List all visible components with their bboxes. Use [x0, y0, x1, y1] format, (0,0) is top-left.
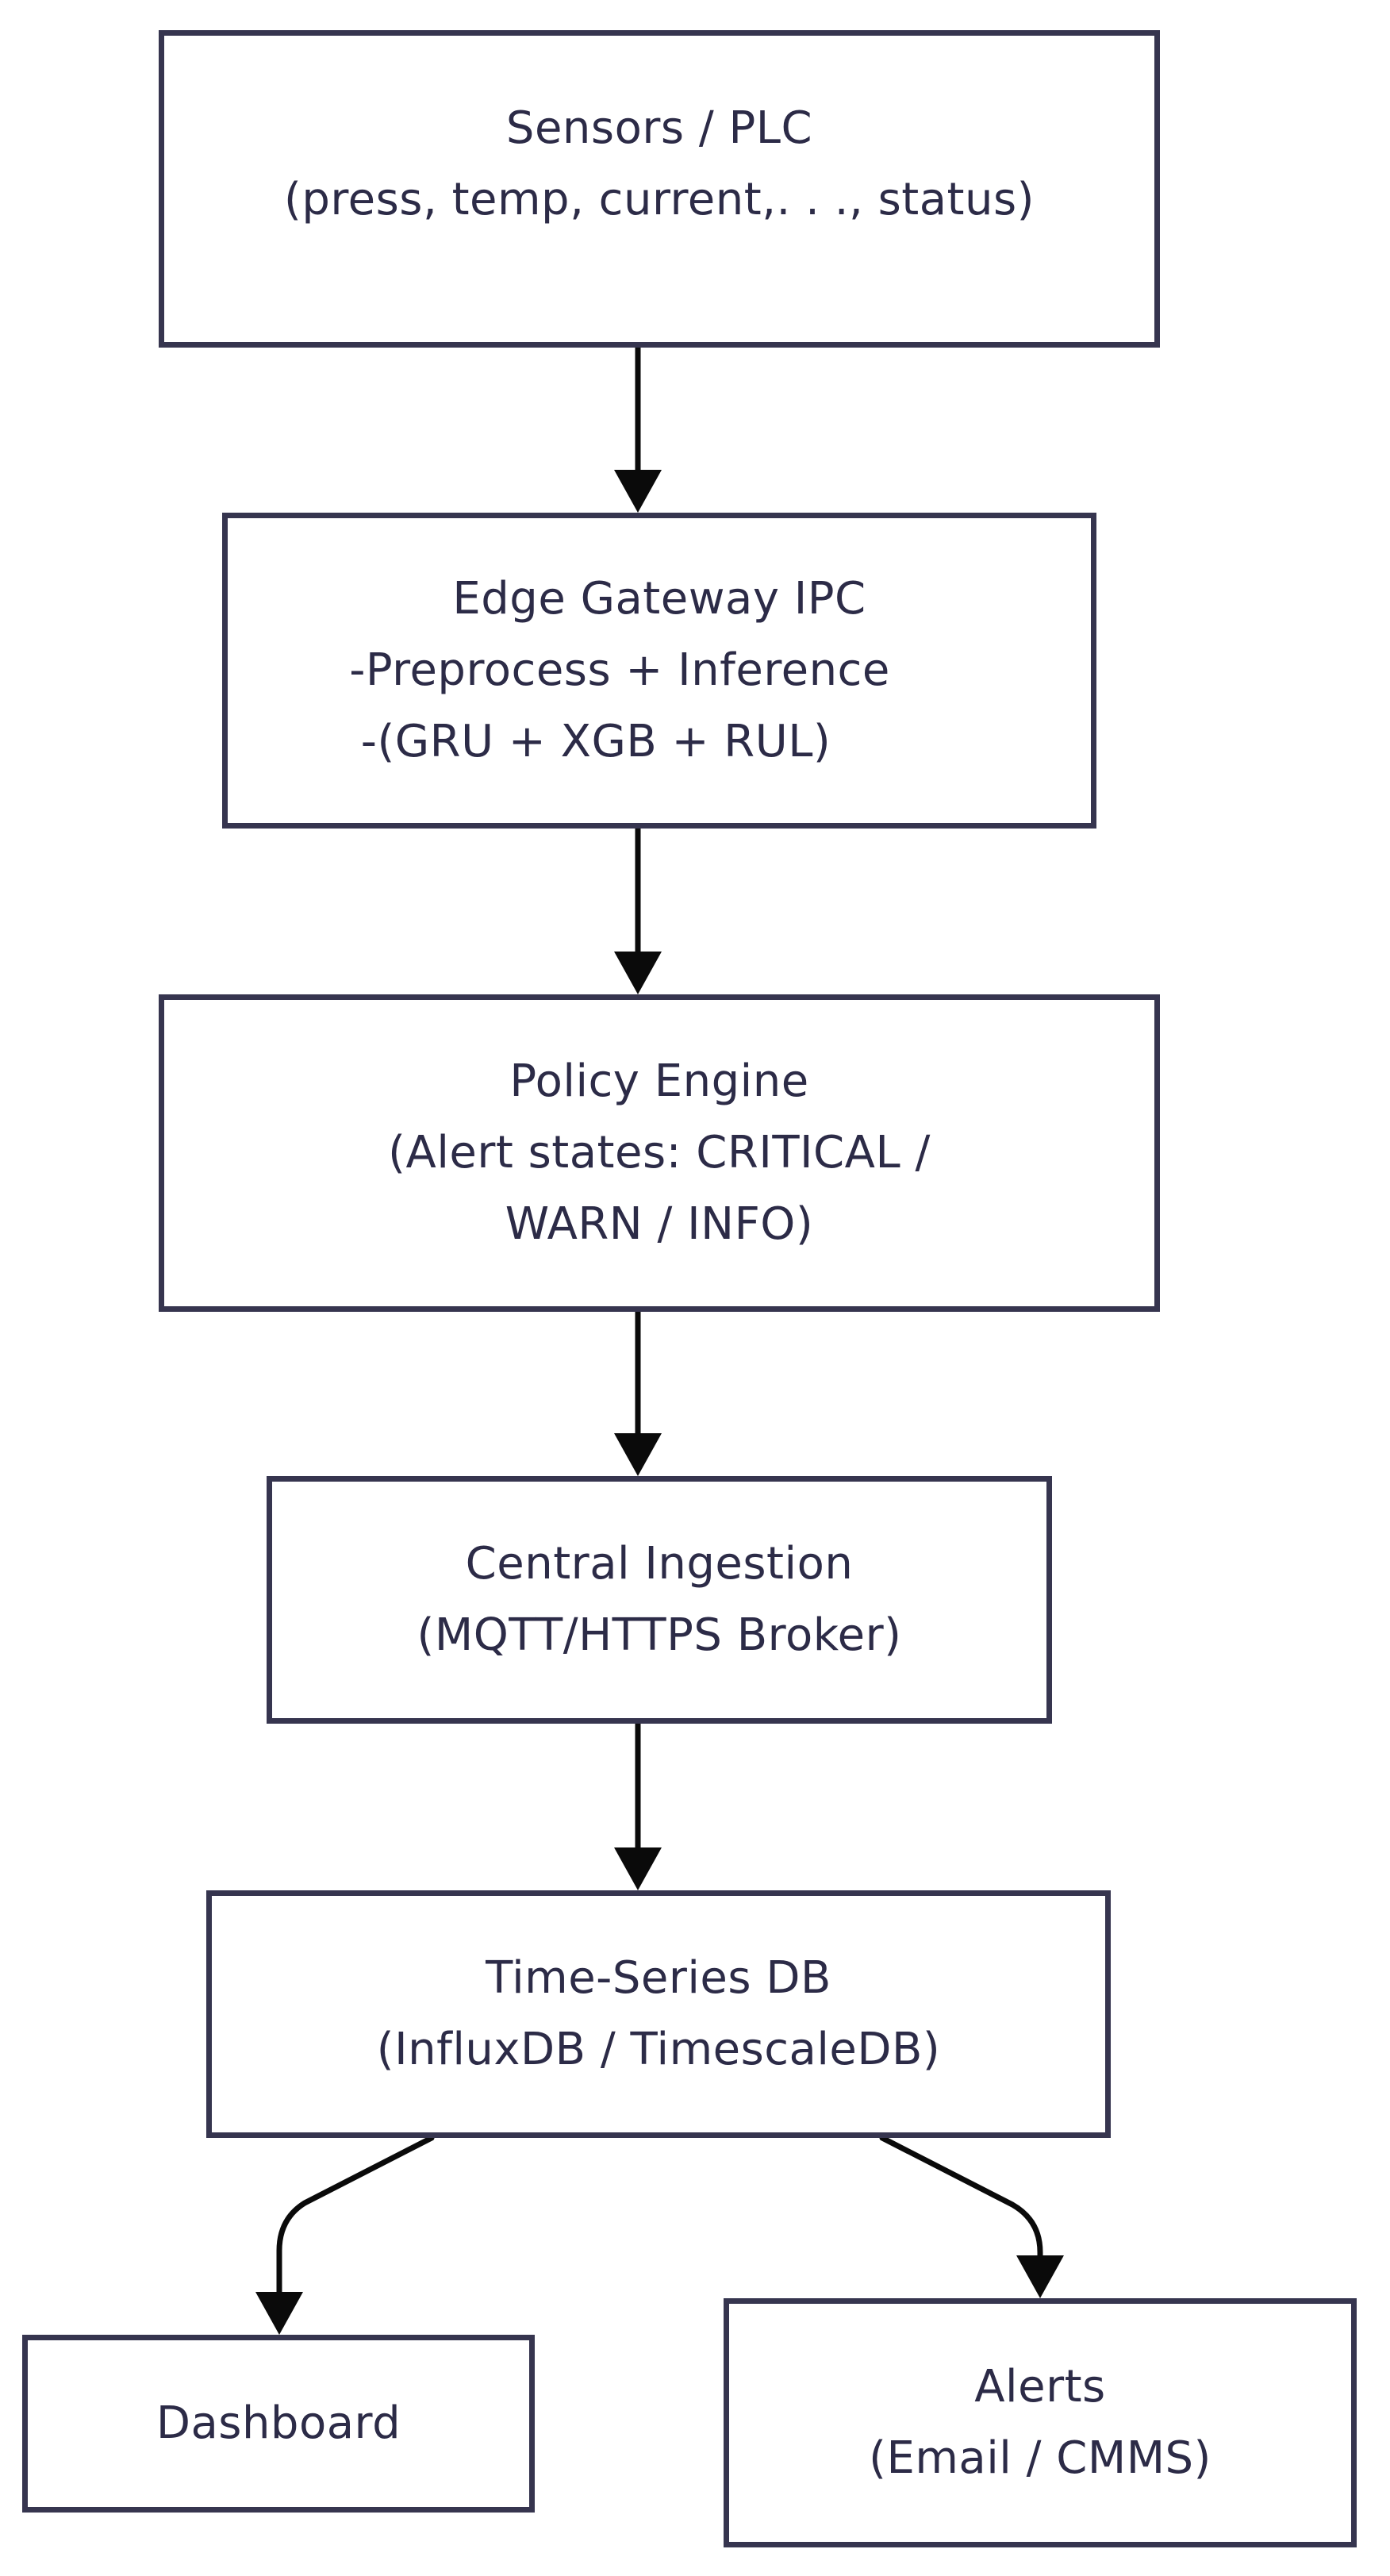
alerts-node: Alerts (Email / CMMS): [724, 2298, 1357, 2547]
alerts-title: Alerts: [974, 2361, 1106, 2413]
alerts-channels: (Email / CMMS): [869, 2432, 1211, 2484]
central-ingestion-title: Central Ingestion: [465, 1538, 854, 1590]
edge-gateway-preprocess: -Preprocess + Inference: [349, 644, 890, 696]
edge-gateway-node: Edge Gateway IPC -Preprocess + Inference…: [222, 513, 1096, 829]
policy-engine-states-1: (Alert states: CRITICAL /: [388, 1127, 931, 1178]
policy-engine-title: Policy Engine: [509, 1055, 809, 1107]
edge-tsdb-to-alerts: [879, 2135, 1043, 2262]
arrowhead-sensors-edge: [614, 470, 662, 513]
edge-tsdb-to-dashboard: [276, 2135, 435, 2298]
edge-gateway-title: Edge Gateway IPC: [452, 573, 866, 625]
edge-gateway-models: -(GRU + XGB + RUL): [360, 716, 831, 767]
central-ingestion-node: Central Ingestion (MQTT/HTTPS Broker): [267, 1476, 1052, 1724]
policy-engine-states-2: WARN / INFO): [505, 1198, 814, 1250]
central-ingestion-broker: (MQTT/HTTPS Broker): [417, 1609, 902, 1661]
arrowhead-edge-policy: [614, 952, 662, 994]
dashboard-title: Dashboard: [156, 2397, 401, 2449]
sensors-plc-detail: (press, temp, current,. . ., status): [283, 174, 1035, 225]
time-series-db-engines: (InfluxDB / TimescaleDB): [376, 2024, 941, 2075]
sensors-plc-title: Sensors / PLC: [505, 102, 813, 154]
arrowhead-policy-ingestion: [614, 1433, 662, 1476]
arrowhead-tsdb-alerts: [1016, 2255, 1064, 2298]
time-series-db-title: Time-Series DB: [486, 1952, 831, 2004]
policy-engine-node: Policy Engine (Alert states: CRITICAL / …: [159, 994, 1160, 1312]
sensors-plc-node: Sensors / PLC (press, temp, current,. . …: [159, 30, 1160, 348]
arrowhead-ingestion-tsdb: [614, 1847, 662, 1890]
time-series-db-node: Time-Series DB (InfluxDB / TimescaleDB): [206, 1890, 1111, 2138]
dashboard-node: Dashboard: [22, 2335, 535, 2513]
arrowhead-tsdb-dashboard: [255, 2292, 303, 2335]
